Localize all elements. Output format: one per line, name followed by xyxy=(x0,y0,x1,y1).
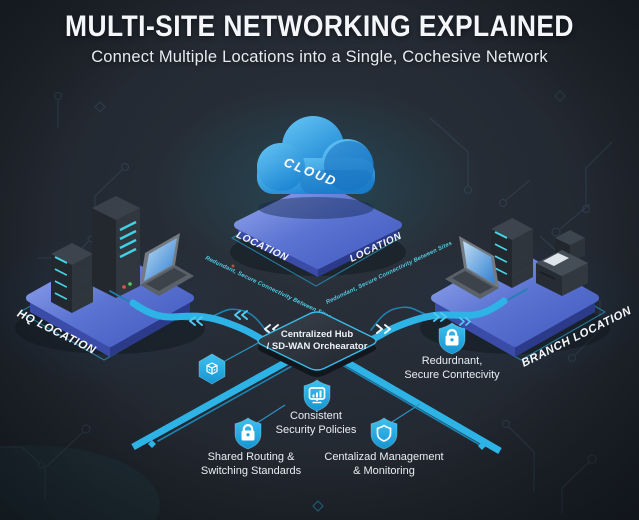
badge-connectors xyxy=(224,342,421,424)
cube-hexagon-icon xyxy=(198,353,226,385)
feature-shared-line2: Switching Standards xyxy=(201,465,302,477)
link-pipe-left xyxy=(129,299,267,344)
hq-server-tower xyxy=(92,196,140,298)
page-subtitle: Connect Multiple Locations into a Single… xyxy=(91,48,548,66)
feature-redundant-line2: Secure Conrtecivity xyxy=(404,369,500,381)
cloud-icon xyxy=(257,116,375,194)
hq-laptop xyxy=(140,233,194,296)
cloud-platform: CLOUD LOCATION LOCATION xyxy=(230,116,406,287)
feature-management-label: Centalizad Management & Monitoring xyxy=(324,451,443,477)
hub-node: Centralized Hub / SD-WAN Orchearator xyxy=(257,311,377,377)
header: MULTI-SITE NETWORKING EXPLAINED Connect … xyxy=(0,10,639,67)
branch-laptop xyxy=(445,236,499,299)
feature-shared-line1: Shared Routing & xyxy=(208,451,295,463)
lock-shield-icon xyxy=(234,417,262,450)
feature-redundant-line1: Redurdnant, xyxy=(422,355,483,367)
feature-consistent-line1: Consistent xyxy=(290,410,342,422)
hub-title-line2: / SD-WAN Orchearator xyxy=(267,341,368,352)
feature-shared-label: Shared Routing & Switching Standards xyxy=(201,451,302,477)
thin-line-bottom-left xyxy=(157,351,318,442)
hq-server-stack xyxy=(51,243,93,313)
page-title: MULTI-SITE NETWORKING EXPLAINED xyxy=(65,10,574,43)
branch-printer xyxy=(536,230,588,296)
feature-management-line1: Centalizad Management xyxy=(324,451,443,463)
feature-consistent-line2: Security Policies xyxy=(276,424,357,436)
feature-management-line2: & Monitoring xyxy=(353,465,415,477)
feature-redundant-label: Redurdnant, Secure Conrtecivity xyxy=(404,355,500,381)
hub-title-line1: Centralized Hub xyxy=(281,329,354,340)
shield-icon xyxy=(370,417,398,450)
lock-shield-icon-right xyxy=(438,322,466,355)
thin-line-bottom-right xyxy=(319,351,481,446)
monitor-shield-icon xyxy=(303,379,331,412)
branch-server-stack xyxy=(491,218,533,288)
feature-consistent-label: Consistent Security Policies xyxy=(276,410,357,436)
